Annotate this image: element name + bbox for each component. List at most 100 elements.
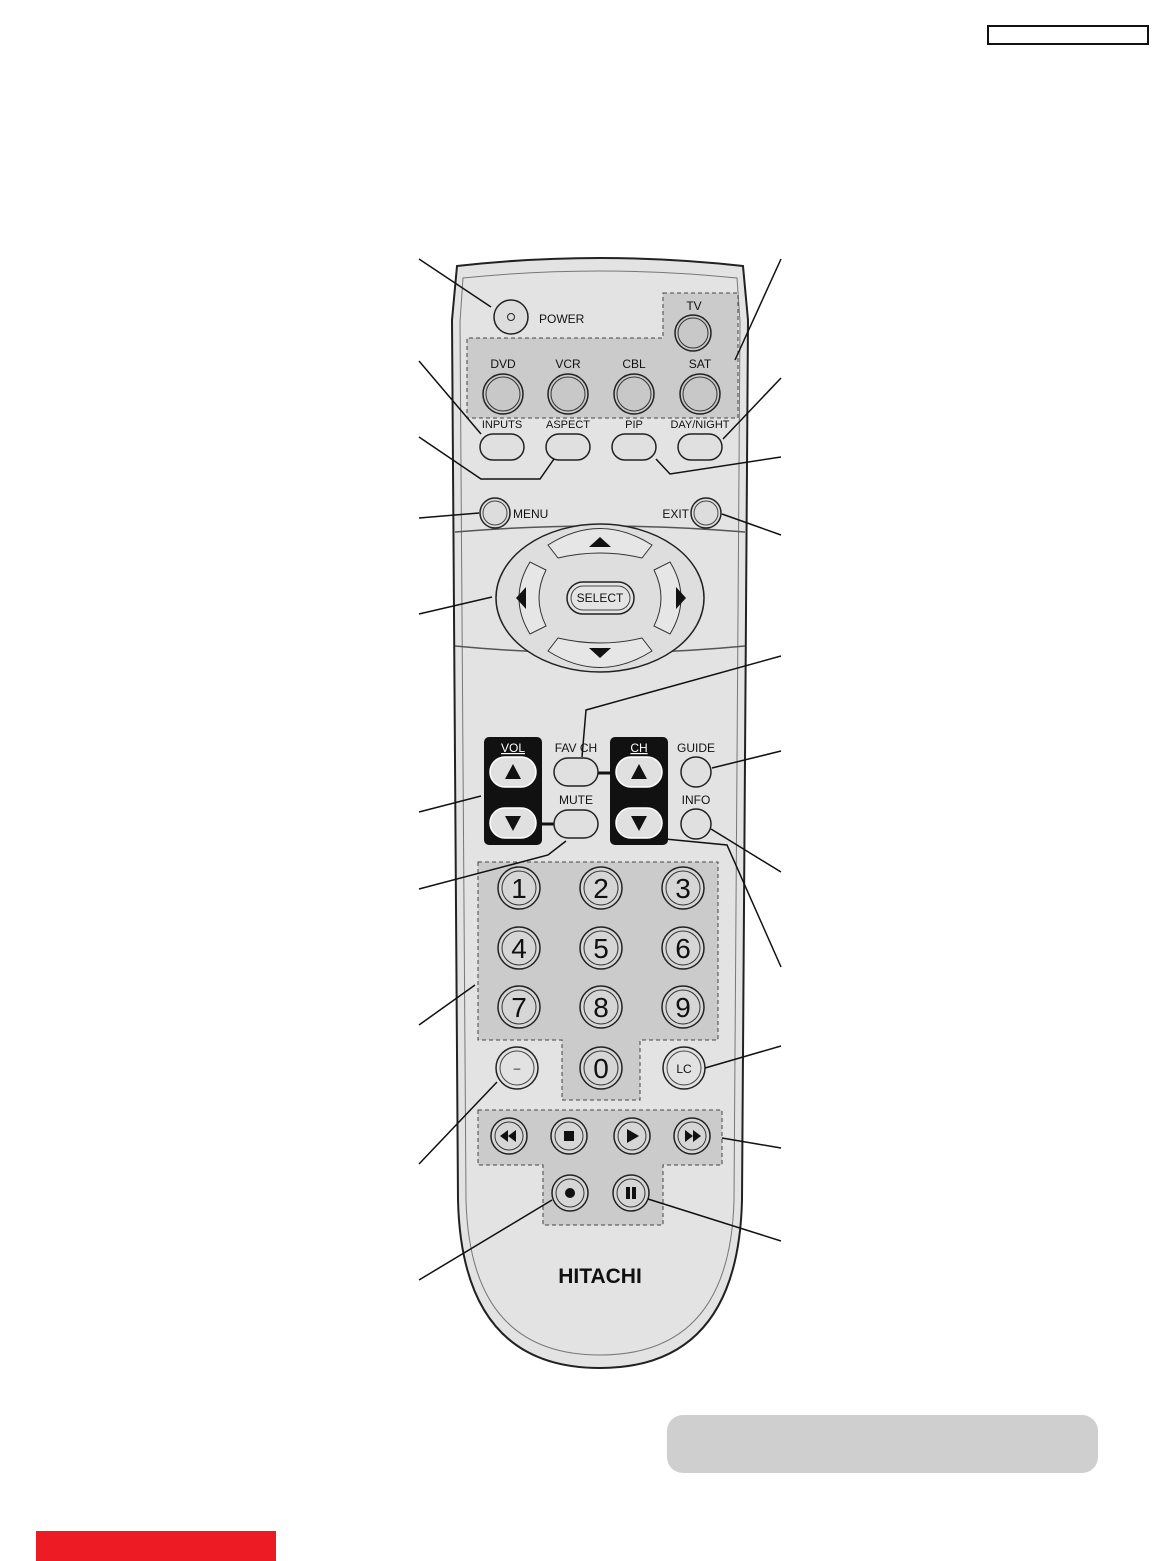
transport-zone — [477, 1109, 723, 1226]
vol-down-button[interactable] — [489, 807, 537, 839]
leader-exit — [721, 513, 782, 536]
guide-button[interactable] — [680, 756, 712, 788]
nav-right-button[interactable] — [653, 561, 682, 635]
leader-lc — [704, 1045, 782, 1069]
leader-mute — [418, 840, 567, 890]
leader-ch — [664, 838, 782, 968]
leader-transport — [721, 1137, 782, 1149]
number-key-5[interactable] — [579, 926, 623, 970]
leader-inputs — [418, 360, 482, 435]
info-label: INFO — [682, 793, 711, 807]
number-key-1[interactable] — [497, 866, 541, 910]
guide-label: GUIDE — [677, 741, 715, 755]
dash-button[interactable] — [495, 1046, 539, 1090]
mute-label: MUTE — [559, 793, 593, 807]
number-label-4: 4 — [511, 933, 527, 964]
aspect-button[interactable] — [545, 433, 591, 461]
play-icon — [627, 1129, 639, 1143]
number-key-3[interactable] — [661, 866, 705, 910]
number-key-7[interactable] — [497, 985, 541, 1029]
exit-button[interactable] — [690, 497, 722, 529]
dash-label: – — [514, 1061, 521, 1075]
remote-body — [450, 257, 750, 1370]
leader-lines-right — [581, 258, 782, 1242]
info-button[interactable] — [680, 808, 712, 840]
number-label-6: 6 — [675, 933, 691, 964]
number-label-1: 1 — [511, 873, 527, 904]
rewind-icon — [500, 1130, 516, 1142]
day-night-label: DAY/NIGHT — [670, 419, 729, 431]
select-label: SELECT — [577, 591, 624, 605]
number-key-4[interactable] — [497, 926, 541, 970]
leader-menu — [418, 512, 480, 519]
vcr-label: VCR — [555, 357, 581, 371]
lc-label: LC — [676, 1062, 692, 1076]
vol-label: VOL — [501, 741, 525, 755]
record-icon — [565, 1188, 575, 1198]
triangle-right-icon — [676, 587, 686, 609]
mute-button[interactable] — [553, 809, 599, 839]
inputs-button[interactable] — [479, 433, 525, 461]
number-label-7: 7 — [511, 992, 527, 1023]
dvd-label: DVD — [490, 357, 516, 371]
tv-label: TV — [686, 299, 701, 313]
leader-info — [710, 828, 782, 873]
number-key-6[interactable] — [661, 926, 705, 970]
stop-icon — [564, 1131, 574, 1141]
leader-dash — [418, 1081, 498, 1165]
ch-up-icon — [631, 764, 647, 779]
leader-fav-ch — [581, 655, 782, 758]
ch-down-button[interactable] — [615, 807, 663, 839]
leader-number-zone — [418, 984, 476, 1026]
leader-guide — [711, 750, 782, 769]
number-label-3: 3 — [675, 873, 691, 904]
pip-button[interactable] — [611, 433, 657, 461]
sat-label: SAT — [689, 357, 712, 371]
remote-body-inner-edge — [459, 270, 741, 1356]
cbl-button[interactable] — [613, 373, 655, 415]
number-label-0: 0 — [593, 1053, 609, 1084]
power-label: POWER — [539, 312, 585, 326]
triangle-up-icon — [589, 537, 611, 547]
fav-ch-button[interactable] — [553, 757, 599, 787]
power-button[interactable] — [493, 299, 529, 335]
nav-left-button[interactable] — [518, 561, 547, 635]
exit-label: EXIT — [662, 507, 689, 521]
leader-power — [418, 258, 492, 308]
aspect-label: ASPECT — [546, 419, 590, 431]
inputs-label: INPUTS — [482, 419, 522, 431]
dvd-button[interactable] — [482, 373, 524, 415]
number-label-8: 8 — [593, 992, 609, 1023]
leader-pause — [647, 1198, 782, 1242]
leader-day-night — [722, 377, 782, 440]
number-key-0[interactable] — [579, 1046, 623, 1090]
tv-button[interactable] — [674, 314, 712, 352]
number-label-2: 2 — [593, 873, 609, 904]
number-key-2[interactable] — [579, 866, 623, 910]
fav-ch-label: FAV CH — [555, 741, 597, 755]
number-key-9[interactable] — [661, 985, 705, 1029]
menu-button[interactable] — [479, 497, 511, 529]
leader-source — [734, 258, 782, 361]
header-box — [987, 25, 1149, 45]
ch-label: CH — [630, 741, 647, 755]
vol-up-button[interactable] — [489, 756, 537, 788]
cbl-label: CBL — [622, 357, 646, 371]
number-zone — [477, 861, 719, 1101]
number-key-8[interactable] — [579, 985, 623, 1029]
leader-pip — [655, 456, 782, 475]
pause-button[interactable] — [612, 1174, 650, 1212]
ch-down-icon — [631, 816, 647, 831]
sat-button[interactable] — [679, 373, 721, 415]
navigation-pad — [495, 523, 705, 673]
fast-forward-icon — [685, 1130, 701, 1142]
day-night-button[interactable] — [677, 433, 723, 461]
ch-up-button[interactable] — [615, 756, 663, 788]
leader-lines-left — [418, 258, 567, 1281]
caption-box — [667, 1415, 1098, 1473]
vol-down-icon — [505, 816, 521, 831]
select-button[interactable] — [566, 581, 635, 615]
vcr-button[interactable] — [547, 373, 589, 415]
triangle-down-icon — [589, 648, 611, 658]
